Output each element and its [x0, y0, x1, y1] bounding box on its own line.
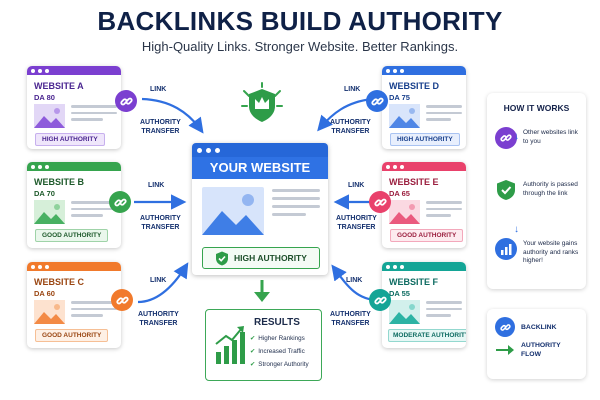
domain-authority: DA 65 — [389, 189, 410, 198]
shield-check-icon — [216, 251, 229, 265]
page-title: BACKLINKS BUILD AUTHORITY — [97, 6, 503, 36]
shield-icon — [495, 179, 517, 201]
bar-chart-icon — [495, 238, 517, 260]
how-it-works-step: Other websites link to you — [495, 127, 583, 149]
legend-panel: BACKLINK AUTHORITY FLOW — [487, 309, 586, 379]
how-it-works-step: Your website gains authority and ranks h… — [495, 238, 583, 266]
main-authority-badge: HIGH AUTHORITY — [202, 247, 320, 269]
legend-item-backlink: BACKLINK — [495, 317, 557, 337]
flow-arrow-c — [137, 262, 189, 304]
website-name: WEBSITE A — [34, 81, 84, 91]
link-icon — [495, 317, 515, 337]
website-card-e: WEBSITE E DA 65 GOOD AUTHORITY — [382, 162, 466, 248]
authority-transfer-label: AUTHORITY TRANSFER — [330, 311, 371, 327]
website-name: WEBSITE E — [389, 177, 439, 187]
image-icon — [34, 300, 65, 324]
website-card-d: WEBSITE D DA 75 HIGH AUTHORITY — [382, 66, 466, 149]
website-card-a: WEBSITE A DA 80 HIGH AUTHORITY — [27, 66, 121, 149]
your-website-title: YOUR WEBSITE — [192, 157, 328, 179]
image-icon — [34, 200, 65, 224]
results-item: ✔Higher Rankings — [250, 335, 305, 342]
results-item: ✔Stronger Authority — [250, 361, 309, 368]
results-item: ✔Increased Traffic — [250, 348, 305, 355]
image-icon — [34, 104, 65, 128]
authority-transfer-label: AUTHORITY TRANSFER — [336, 215, 377, 231]
domain-authority: DA 70 — [34, 189, 55, 198]
website-name: WEBSITE F — [389, 277, 438, 287]
domain-authority: DA 55 — [389, 289, 410, 298]
website-name: WEBSITE B — [34, 177, 85, 187]
arrow-right-icon — [496, 345, 514, 355]
link-icon — [369, 191, 391, 213]
authority-badge: HIGH AUTHORITY — [390, 133, 460, 146]
how-it-works-panel: HOW IT WORKS Other websites link to you … — [487, 93, 586, 289]
results-box: RESULTS ✔Higher Rankings ✔Increased Traf… — [205, 309, 322, 381]
authority-badge: GOOD AUTHORITY — [35, 229, 109, 242]
link-icon — [115, 90, 137, 112]
link-label: LINK — [344, 86, 361, 93]
link-icon — [366, 90, 388, 112]
authority-badge: MODERATE AUTHORITY — [388, 329, 466, 342]
check-icon: ✔ — [250, 335, 256, 342]
website-name: WEBSITE C — [34, 277, 85, 287]
results-arrow-icon — [254, 292, 270, 302]
website-name: WEBSITE D — [389, 81, 440, 91]
authority-transfer-label: AUTHORITY TRANSFER — [140, 215, 181, 231]
website-card-b: WEBSITE B DA 70 GOOD AUTHORITY — [27, 162, 121, 248]
how-it-works-step: Authority is passed through the link — [495, 179, 583, 201]
crown-shield-icon — [240, 82, 284, 126]
website-card-c: WEBSITE C DA 60 GOOD AUTHORITY — [27, 262, 121, 348]
legend-item-authority-flow: AUTHORITY FLOW — [495, 341, 561, 359]
authority-badge: HIGH AUTHORITY — [35, 133, 105, 146]
how-it-works-title: HOW IT WORKS — [503, 103, 570, 113]
arrow-down-icon: ↓ — [514, 131, 519, 142]
image-icon — [202, 187, 264, 235]
authority-badge: GOOD AUTHORITY — [35, 329, 109, 342]
results-title: RESULTS — [254, 317, 300, 328]
link-icon — [109, 191, 131, 213]
flow-arrow-a — [141, 97, 204, 134]
link-label: LINK — [150, 277, 167, 284]
image-icon — [389, 300, 420, 324]
link-label: LINK — [346, 277, 363, 284]
link-label: LINK — [150, 86, 167, 93]
image-icon — [389, 200, 420, 224]
website-card-f: WEBSITE F DA 55 MODERATE AUTHORITY — [382, 262, 466, 348]
authority-transfer-label: AUTHORITY TRANSFER — [138, 311, 179, 327]
check-icon: ✔ — [250, 348, 256, 355]
image-icon — [389, 104, 420, 128]
domain-authority: DA 80 — [34, 93, 55, 102]
domain-authority: DA 75 — [389, 93, 410, 102]
link-label: LINK — [348, 182, 365, 189]
authority-badge: GOOD AUTHORITY — [390, 229, 464, 242]
growth-chart-icon — [215, 326, 245, 364]
link-label: LINK — [148, 182, 165, 189]
arrow-down-icon: ↓ — [514, 224, 519, 235]
domain-authority: DA 60 — [34, 289, 55, 298]
link-icon — [369, 289, 391, 311]
check-icon: ✔ — [250, 361, 256, 368]
flow-arrow-d — [317, 97, 373, 132]
authority-transfer-label: AUTHORITY TRANSFER — [330, 119, 371, 135]
your-website-card: YOUR WEBSITE HIGH AUTHORITY — [192, 143, 328, 275]
authority-transfer-label: AUTHORITY TRANSFER — [140, 119, 181, 135]
link-icon — [111, 289, 133, 311]
page-subtitle: High-Quality Links. Stronger Website. Be… — [141, 39, 459, 54]
main-authority-badge-label: HIGH AUTHORITY — [234, 253, 307, 263]
link-icon — [495, 127, 517, 149]
